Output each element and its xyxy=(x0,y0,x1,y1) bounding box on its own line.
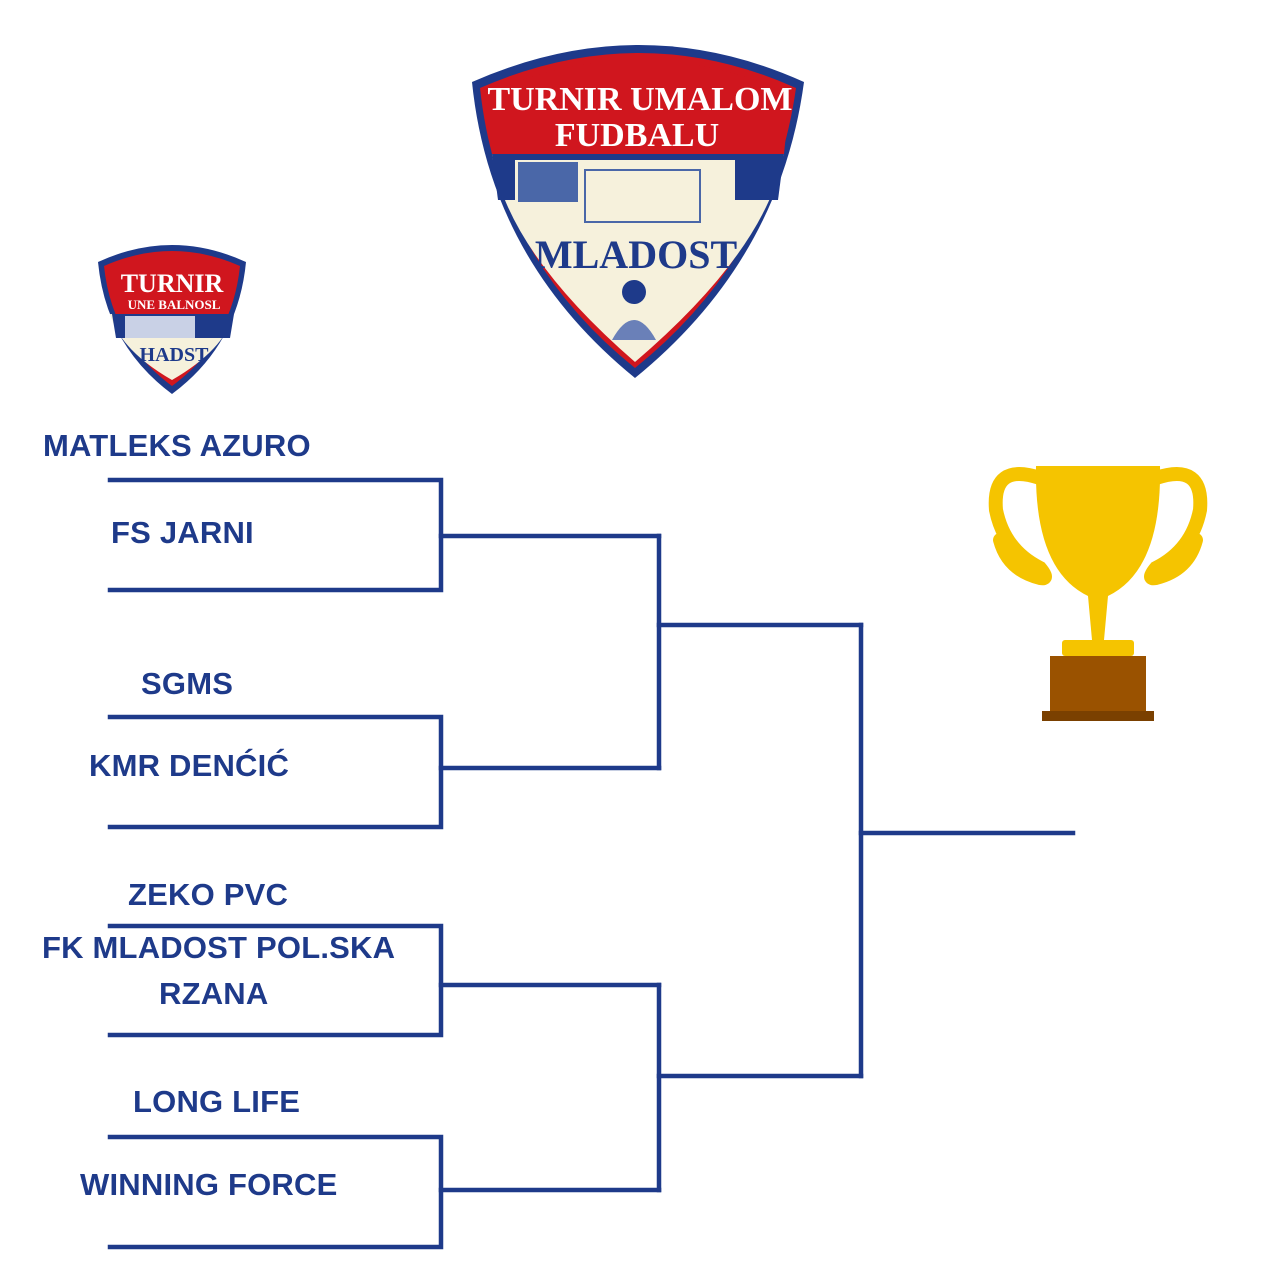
bracket-pair-2 xyxy=(107,714,662,830)
team-label: ZEKO PVC xyxy=(128,877,289,912)
bracket-pair-1 xyxy=(107,477,662,593)
small-crest-name: HADST xyxy=(140,344,210,366)
bracket-final xyxy=(858,622,1076,1079)
small-crest-line2: UNE BALNOSL xyxy=(128,297,221,312)
team-label: MATLEKS AZURO xyxy=(43,428,311,463)
main-crest-line2: FUDBALU xyxy=(555,117,719,154)
main-crest-line1: TURNIR UMALOM xyxy=(487,81,792,118)
team-label: FS JARNI xyxy=(111,515,254,550)
team-label: WINNING FORCE xyxy=(80,1167,338,1202)
bracket-semifinal-1 xyxy=(656,533,864,771)
trophy-icon xyxy=(988,466,1208,721)
team-label: KMR DENĆIĆ xyxy=(89,748,290,783)
bracket-pair-4 xyxy=(107,1134,662,1250)
small-crest-logo: TURNIR UNE BALNOSL HADST xyxy=(98,245,246,394)
team-label: SGMS xyxy=(141,666,234,701)
main-crest-name: MLADOST xyxy=(535,232,738,277)
team-label: RZANA xyxy=(159,976,269,1011)
bracket-semifinal-2 xyxy=(656,982,864,1193)
small-crest-line1: TURNIR xyxy=(121,269,224,298)
main-crest-logo: TURNIR UMALOM FUDBALU MLADOST xyxy=(472,45,804,378)
team-label: LONG LIFE xyxy=(133,1084,301,1119)
bracket-pair-3 xyxy=(107,923,662,1038)
team-label: FK MLADOST POL.SKA xyxy=(42,930,396,965)
